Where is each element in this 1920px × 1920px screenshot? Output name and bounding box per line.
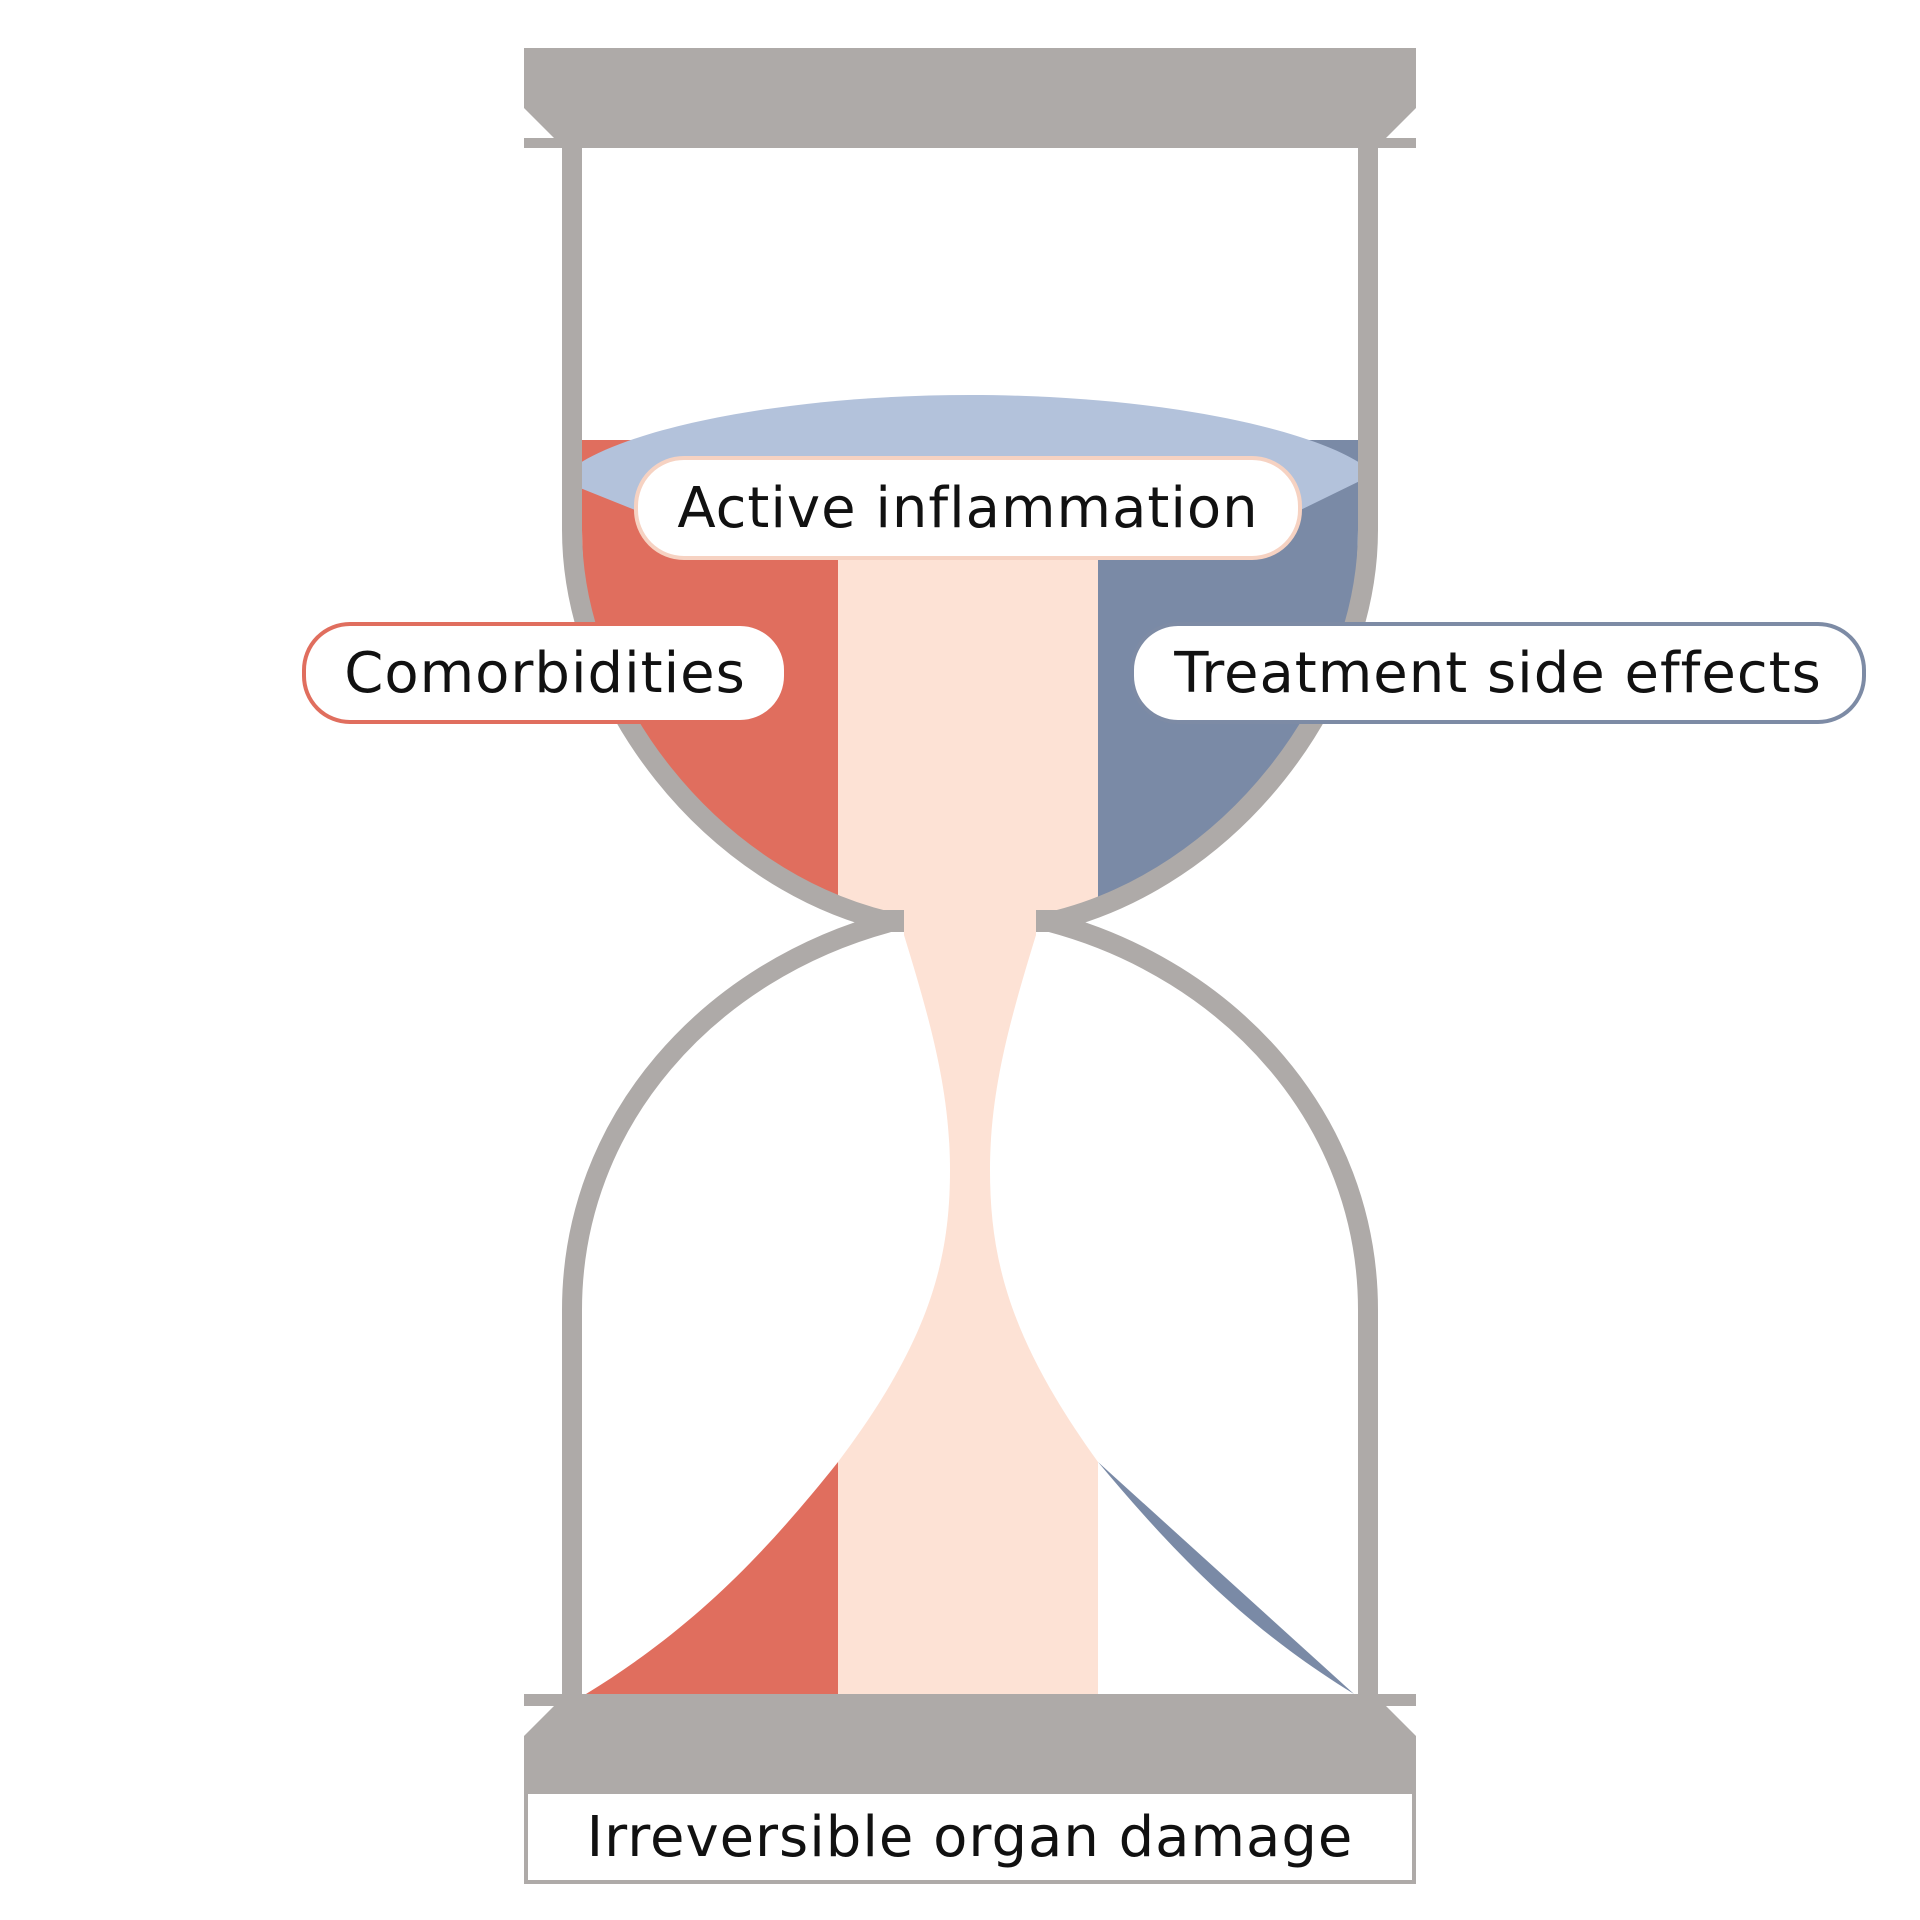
treatment-side-effects-label: Treatment side effects xyxy=(1130,622,1866,724)
irreversible-damage-label: Irreversible organ damage xyxy=(524,1790,1416,1884)
top-cap-band xyxy=(524,138,1416,148)
sand-stream xyxy=(838,912,1098,1694)
neck-left xyxy=(880,910,904,932)
bottom-sand-treatment xyxy=(1098,1462,1354,1694)
neck-right xyxy=(1036,910,1060,932)
bottom-cap xyxy=(524,1706,1416,1800)
comorbidities-label: Comorbidities xyxy=(302,622,788,724)
bottom-sand-comorbidities xyxy=(586,1462,838,1694)
active-inflammation-label: Active inflammation xyxy=(634,456,1302,560)
top-cap xyxy=(524,48,1416,138)
bottom-cap-band xyxy=(524,1694,1416,1706)
